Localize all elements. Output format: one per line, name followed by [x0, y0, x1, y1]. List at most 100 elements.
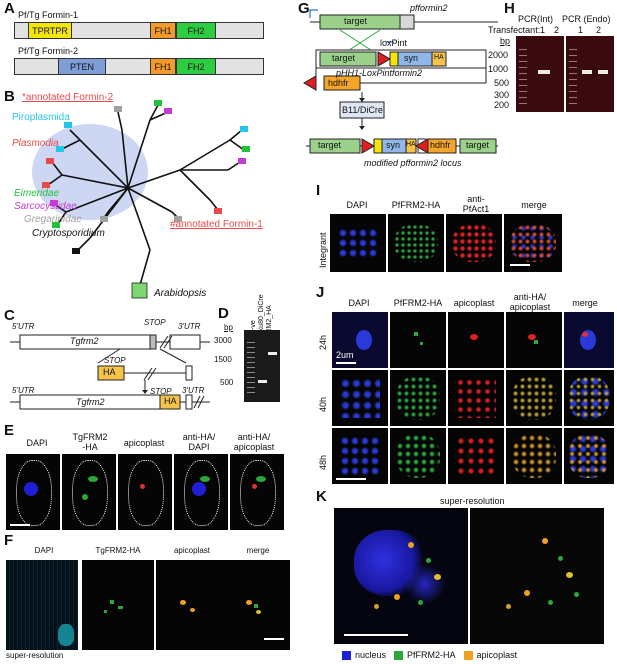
e-caption-anti-ha-apicoplast: anti-HA/ apicoplast: [233, 432, 275, 452]
i-row-label-integrant: Integrant: [318, 232, 328, 268]
c-stop-label-mid: STOP: [104, 356, 126, 365]
h-ladder-2000: 2000: [488, 50, 509, 60]
h-lane-2b: 2: [596, 25, 602, 35]
j-caption-pffrm2-ha: PfFRM2-HA: [393, 298, 443, 308]
g-modified-locus-label: modified pfformin2 locus: [364, 158, 462, 168]
h-ladder-500: 500: [494, 78, 510, 88]
formin2-pten-domain: PTEN: [58, 58, 106, 75]
c-utr3-label-top: 3'UTR: [178, 322, 201, 331]
g-plasmid-label: pHH1-LoxPintformin2: [336, 68, 423, 78]
h-pcr-endo-label: PCR (Endo): [562, 14, 611, 24]
g-target-top: target: [344, 16, 368, 26]
panel-letter-i: I: [316, 182, 321, 199]
g-target-modified: target: [318, 140, 342, 150]
i-image-merge: [504, 214, 562, 272]
j-48h-pffrm2-ha: [390, 428, 446, 484]
clade-label-cryptosporidium: Cryptosporidium: [32, 228, 105, 239]
i-image-anti-pfact1: [446, 214, 502, 272]
h-lane-1b: 1: [578, 25, 584, 35]
panel-letter-e: E: [4, 422, 15, 439]
legend-swatch-apicoplast: [463, 650, 473, 660]
j-row-label-40h: 40h: [318, 396, 328, 412]
panel-letter-d: D: [218, 305, 229, 322]
legend-swatch-pffrm2-ha: [394, 650, 404, 660]
c-utr3-label-bottom: 3'UTR: [182, 386, 205, 395]
legend-swatch-nucleus: [342, 650, 351, 660]
h-ladder-300: 300: [494, 90, 510, 100]
g-loxpint-label: loxPint: [380, 38, 408, 48]
g-syn-plasmid: syn: [404, 53, 419, 63]
h-pcr-int-label: PCR(Int): [518, 14, 554, 24]
g-ha-modified: HA: [406, 141, 416, 148]
f-image-apicoplast: [156, 560, 228, 650]
g-target-plasmid: target: [332, 53, 356, 63]
tree-taxa-markers: [42, 100, 250, 299]
k-legend: nucleus PfFRM2-HA apicoplast: [342, 648, 517, 662]
h-gel-band-int: [538, 70, 550, 74]
annotated-formin1-label: #annotated Formin-1: [170, 219, 263, 230]
g-integration-scheme: [303, 9, 498, 154]
panel-letter-j: J: [316, 284, 325, 301]
formin2-fh1-domain: FH1: [150, 58, 176, 75]
panel-letter-b: B: [4, 88, 15, 105]
f-caption-dapi: DAPI: [34, 546, 54, 555]
panel-letter-f: F: [4, 532, 14, 549]
g-hdhfr-modified: hdhfr: [430, 140, 451, 150]
j-caption-anti-ha-apicoplast: anti-HA/ apicoplast: [509, 292, 551, 312]
formin1-tpr-domain: TPRTPR: [28, 22, 72, 39]
clade-label-sarcocystidae: Sarcocystidae: [14, 201, 77, 212]
e-caption-dapi: DAPI: [26, 438, 48, 448]
h-transfectant-label: Transfectant:: [488, 25, 541, 35]
h-ladder-1000: 1000: [488, 64, 509, 74]
c-utr5-label-bottom: 5'UTR: [12, 386, 35, 395]
formin2-bar: [14, 58, 264, 75]
legend-label-nucleus: nucleus: [355, 650, 387, 660]
clade-label-eimeridae: Eimeridae: [14, 188, 60, 199]
i-image-dapi: [330, 214, 386, 272]
d-gel-image: [244, 330, 280, 402]
h-unit-label: bp: [500, 36, 511, 46]
j-row-label-24h: 24h: [318, 334, 328, 350]
panel-letter-h: H: [504, 0, 515, 17]
c-utr5-label: 5'UTR: [12, 322, 35, 331]
j-48h-dapi: [332, 428, 388, 484]
j-24h-anti-ha-apicoplast: [506, 312, 562, 368]
j-40h-anti-ha-apicoplast: [506, 370, 562, 426]
i-caption-pffrm2-ha: PfFRM2-HA: [391, 200, 441, 210]
formin2-fh2-domain: FH2: [176, 58, 216, 75]
c-stop-label-top: STOP: [144, 318, 166, 327]
e-image-anti-ha-dapi: [174, 454, 228, 530]
c-gene-label-top: Tgfrm2: [70, 336, 99, 346]
c-gene-label-bottom: Tgfrm2: [76, 397, 105, 407]
h-gel-image-endo: [566, 36, 614, 112]
k-title: super-resolution: [440, 496, 505, 506]
e-image-dapi: [6, 454, 60, 530]
legend-label-pffrm2-ha: PfFRM2-HA: [407, 650, 456, 660]
formin2-title: Pf/Tg Formin-2: [18, 46, 79, 56]
k-image-ha-apicoplast: [470, 508, 604, 644]
j-scalebar-label: 2um: [336, 350, 354, 360]
i-image-pffrm2-ha: [388, 214, 444, 272]
c-ha-label-bottom: HA: [164, 396, 177, 406]
e-scale-bar: [10, 524, 30, 526]
e-caption-tgfrm2-ha: TgFRM2 -HA: [72, 432, 108, 452]
e-image-anti-ha-apicoplast: [230, 454, 284, 530]
d-unit-label: bp: [224, 323, 233, 332]
panel-letter-g: G: [298, 0, 310, 17]
panel-letter-a: A: [4, 0, 15, 17]
d-gel-ladder-bands: [247, 338, 255, 394]
e-image-apicoplast: [118, 454, 172, 530]
e-image-tgfrm2-ha: [62, 454, 116, 530]
clade-label-plasmodia: Plasmodia: [12, 138, 59, 149]
f-caption-apicoplast: apicoplast: [173, 546, 211, 555]
d-gel-band-tgfrm2: [268, 352, 277, 355]
j-40h-pffrm2-ha: [390, 370, 446, 426]
h-lane-1a: 1: [540, 25, 546, 35]
d-ladder-500: 500: [220, 378, 234, 387]
h-gel-band-endo-2: [598, 70, 608, 74]
j-48h-anti-ha-apicoplast: [506, 428, 562, 484]
f-caption-merge: merge: [246, 546, 270, 555]
j-24h-dapi: 2um: [332, 312, 388, 368]
c-stop-label-bottom: STOP: [150, 387, 172, 396]
j-48h-merge: [564, 428, 614, 484]
